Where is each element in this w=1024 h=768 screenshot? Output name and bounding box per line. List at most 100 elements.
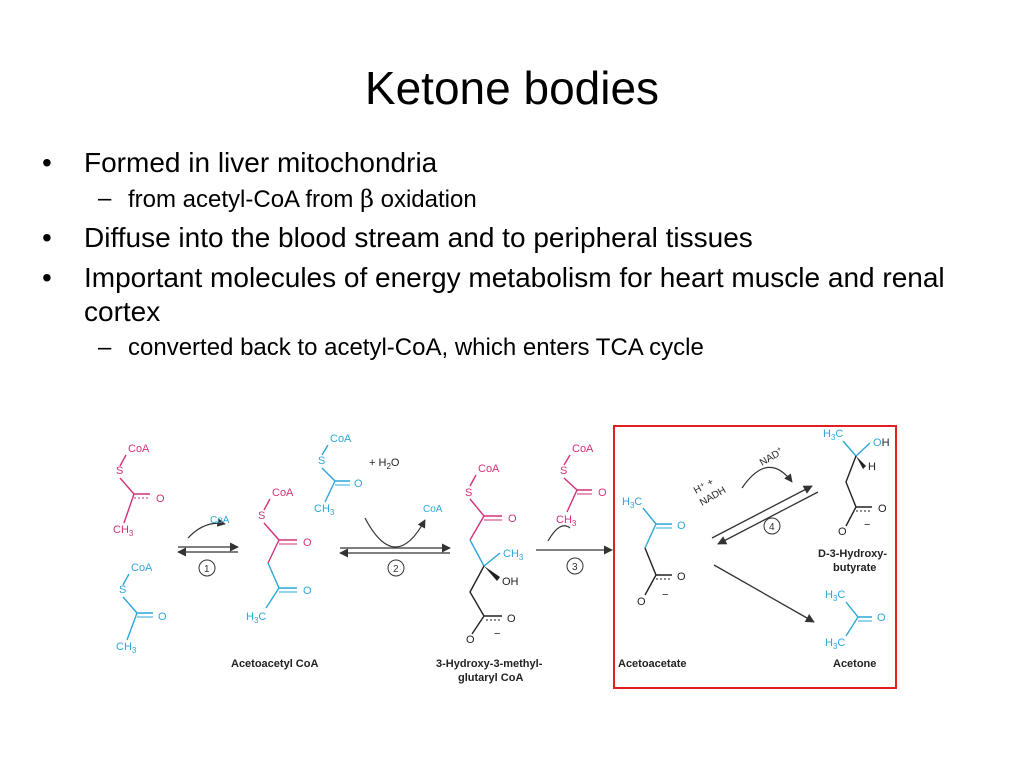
acetoacetate-bonds-cyan [642,507,672,549]
oxygen-label: O [878,503,887,515]
hmg-coa-molecule: CoA S O CH3 OH O O − [465,463,524,646]
oxygen-label: O [156,493,165,505]
hydrogen-label: H [868,461,876,473]
bullet-text: Diffuse into the blood stream and to per… [84,222,753,253]
coa-label: CoA [478,463,500,475]
carboxylate-oxygen: O [466,634,475,646]
minus-charge: − [662,589,668,601]
bullet-important: • Important molecules of energy metaboli… [42,261,982,329]
sub-bullet-dash: – [98,334,112,361]
hmg-bonds-cyan [469,539,501,568]
acetyl-coa-molecule-1: CoA S O CH3 [113,443,165,538]
acetyl-coa-bonds-4 [563,454,592,513]
oxygen-label: O [303,537,312,549]
hydroxybutyrate-bonds-cyan [842,440,871,458]
released-coa-label: CoA [210,515,230,526]
step-1-circle [198,559,216,577]
acetone-bonds [845,601,872,637]
methyl-label: CH3 [503,548,524,562]
methyl-label: CH3 [556,514,577,528]
oxygen-label: O [598,487,607,499]
oxygen-label: O [354,478,363,490]
hmg-bonds-magenta [469,474,502,541]
nad-label: NAD+ [758,446,786,469]
sulfur-label: S [318,455,325,467]
minus-charge: − [864,519,870,531]
hydroxybutyrate-bonds-black [845,455,872,527]
methyl-label: CH3 [113,524,134,538]
ketone-bodies-box [613,425,897,689]
oxygen-label: O [507,613,516,625]
oxygen-label: O [677,571,686,583]
water-label: + H2O [369,457,400,471]
methyl-label: H3C [823,428,843,442]
subscript-3: 3 [132,646,137,655]
bullet-dot: • [42,147,52,178]
step-3-number: 3 [572,562,578,573]
methyl-label: CH3 [116,641,137,655]
oxygen-label: O [877,612,886,624]
sub-bullet-text: converted back to acetyl-CoA, which ente… [128,334,704,361]
bullet-text: Important molecules of energy metabolism… [84,262,945,327]
acetoacetyl-bonds-magenta [263,498,297,564]
step-1-number: 1 [204,564,210,575]
step-4-arrows: NAD+ H⁺ + NADH 4 [692,446,819,545]
hmg-bonds-black [469,565,502,635]
sulfur-label: S [116,465,123,477]
oxygen-label: O [303,585,312,597]
step-2-number: 2 [393,564,399,575]
hmg-coa-label-1: 3-Hydroxy-3-methyl- [436,658,543,670]
acetyl-coa-bonds-2 [122,573,153,641]
subscript-3: 3 [129,529,134,538]
carboxylate-oxygen: O [637,596,646,608]
wedge-bond [856,456,866,469]
bullet-list: • Formed in liver mitochondria – from ac… [42,140,982,363]
coa-label: CoA [572,443,594,455]
acetone-label: Acetone [833,658,876,670]
sulfur-label: S [560,465,567,477]
methyl-label: H3C [622,496,642,510]
acetoacetate-bonds-black [644,547,672,596]
coa-label: CoA [330,433,352,445]
step-4-circle [763,517,781,535]
acetoacetyl-coa-label: Acetoacetyl CoA [231,658,318,670]
acetoacetate-molecule: H3C O O O − [622,496,686,608]
sulfur-label: S [119,584,126,596]
sub-bullet-converted: – converted back to acetyl-CoA, which en… [42,333,982,363]
coa-label: CoA [272,487,294,499]
ch-text: CH [116,641,132,653]
methyl-label: H3C [246,611,266,625]
step-2-arrows: CoA 2 [339,504,451,577]
sulfur-label: S [465,487,472,499]
acetoacetate-to-acetone-arrow [713,564,815,623]
bullet-diffuse: • Diffuse into the blood stream and to p… [42,221,982,255]
bullet-dot: • [42,262,52,293]
sub-bullet-acetyl-coa: – from acetyl-CoA from β oxidation [42,184,982,215]
oxygen-label: O [158,611,167,623]
acetyl-coa-molecule-4: CoA S O CH3 [556,443,607,528]
coa-label: CoA [128,443,150,455]
acetoacetate-label: Acetoacetate [618,658,686,670]
wedge-bond [484,566,500,581]
methyl-label: CH3 [314,503,335,517]
step-2-circle [387,559,405,577]
sulfur-label: S [258,510,265,522]
sub-bullet-dash: – [98,185,112,212]
hydroxybutyrate-label-1: D-3-Hydroxy- [818,548,887,560]
acetoacetyl-coa-molecule: CoA S O O H3C [246,487,312,625]
hydroxyl-label: OH [502,576,519,588]
bullet-formed: • Formed in liver mitochondria [42,146,982,180]
acetyl-coa-bonds-1 [119,454,150,524]
step-3-circle [566,557,584,575]
slide-title: Ketone bodies [364,62,660,114]
released-coa-label: CoA [423,504,443,515]
hydroxybutyrate-molecule: H3C OH H O O − [823,428,890,538]
oxygen-label: O [508,513,517,525]
step-4-number: 4 [769,522,775,533]
acetyl-coa-molecule-2: CoA S O CH3 [116,562,167,655]
coa-label: CoA [131,562,153,574]
ketogenesis-diagram: CoA S O CH3 CoA S O CH3 CoA 1 CoA S [113,425,897,689]
beta-symbol: β [360,185,374,213]
hydroxyl-label: OH [873,437,890,449]
bullet-dot: • [42,222,52,253]
